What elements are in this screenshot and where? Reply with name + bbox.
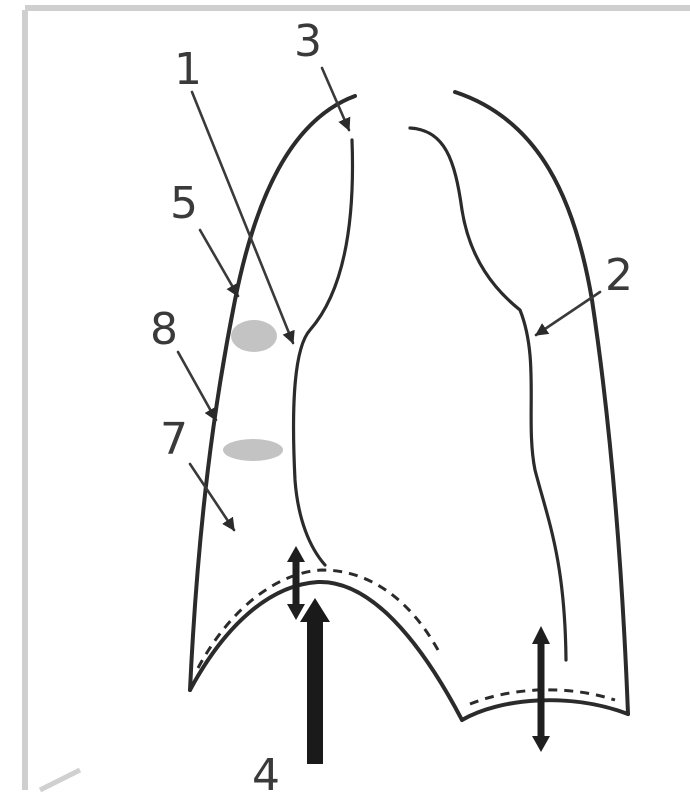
- frame-corner-mark: [40, 770, 80, 790]
- label-5: 5: [170, 178, 198, 229]
- left-outer-outline: [190, 96, 355, 690]
- label-4: 4: [252, 750, 280, 796]
- label-7: 7: [160, 414, 188, 465]
- leader-8: [178, 352, 216, 420]
- leader-5: [200, 230, 238, 296]
- label-2: 2: [605, 250, 633, 301]
- right-diaphragm-arc: [462, 700, 628, 720]
- label-3: 3: [294, 16, 322, 67]
- label-8: 8: [150, 304, 178, 355]
- shading-blob-upper: [231, 320, 277, 352]
- label-1: 1: [174, 44, 202, 95]
- right-outer-outline: [455, 92, 628, 714]
- leader-1: [192, 92, 293, 343]
- large-up-arrow: [300, 598, 330, 764]
- left-inner-line: [294, 140, 353, 565]
- leader-7: [190, 464, 234, 530]
- left-diaphragm-arc: [190, 582, 462, 720]
- leader-2: [536, 292, 600, 335]
- shading-blob-lower: [223, 439, 283, 461]
- right-inner-line: [410, 128, 566, 660]
